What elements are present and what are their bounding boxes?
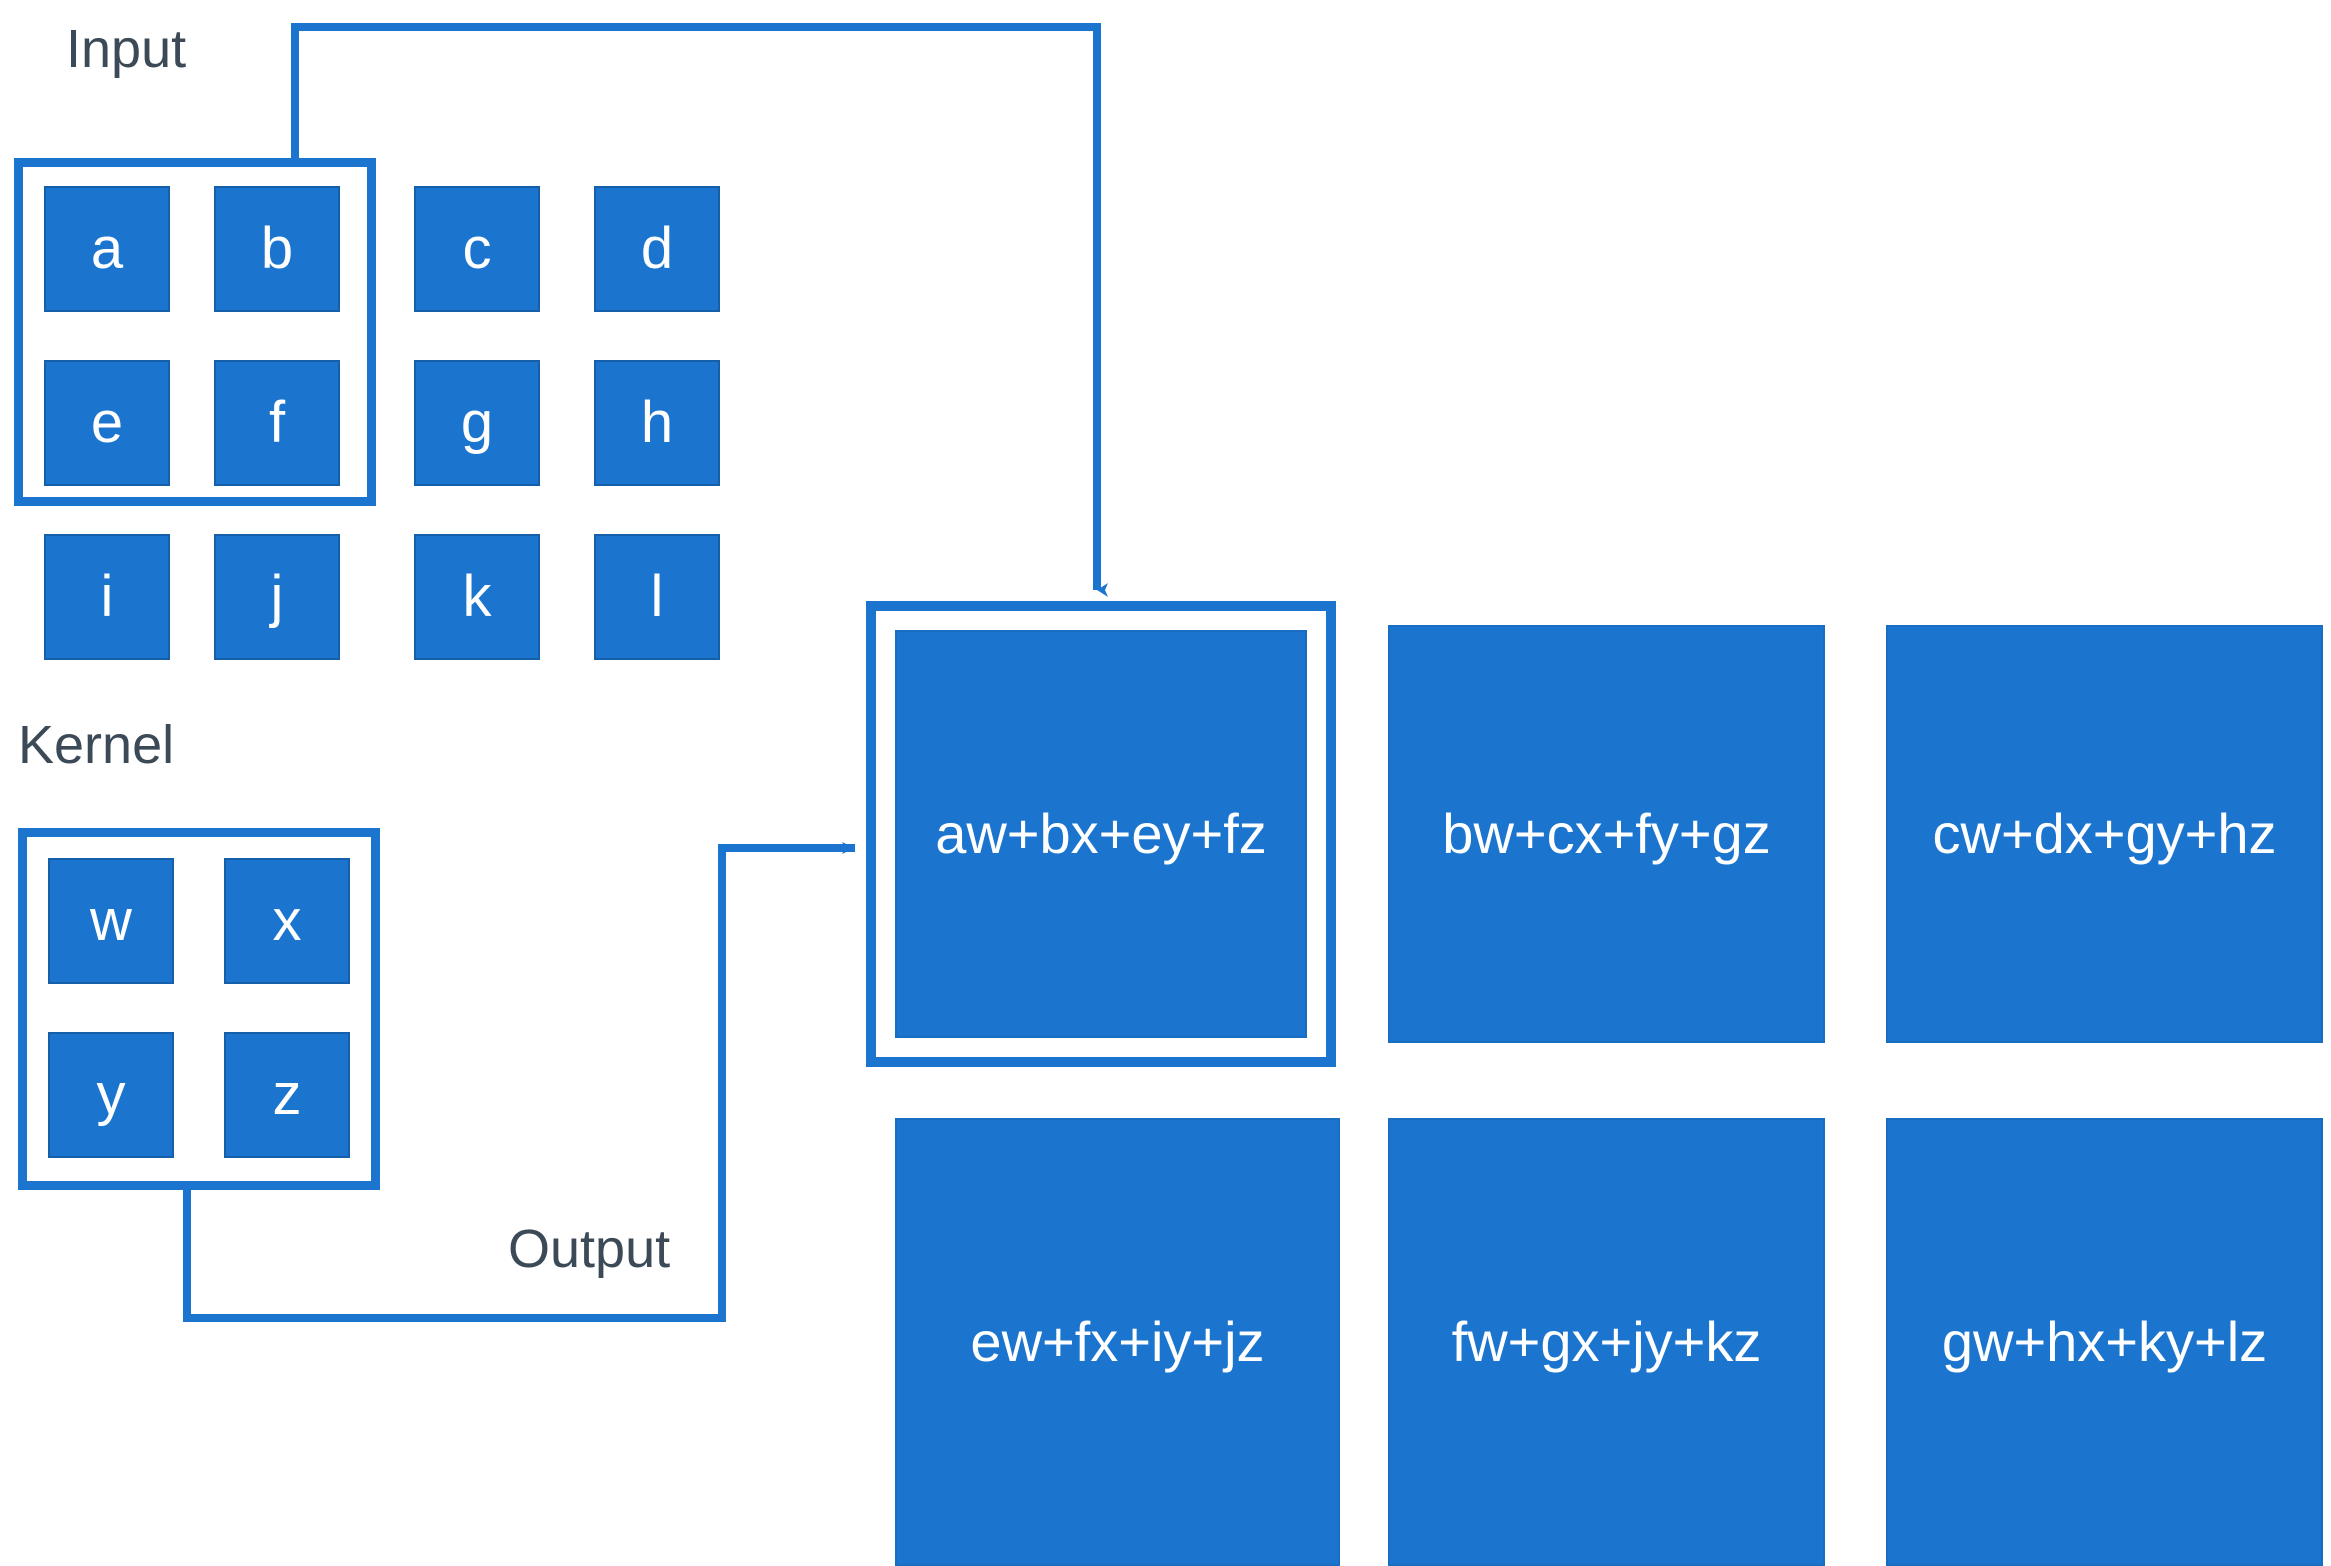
kernel-cell-z: z [224,1032,350,1158]
kernel-highlight-box [18,828,380,1190]
kernel-label: Kernel [18,715,175,775]
output-label: Output [508,1219,671,1279]
output-cell-0-2: cw+dx+gy+hz [1886,625,2323,1043]
input-cell-j: j [214,534,340,660]
output-cell-1-2: gw+hx+ky+lz [1886,1118,2323,1566]
input-cell-f: f [214,360,340,486]
output-cell-1-1: fw+gx+jy+kz [1388,1118,1825,1566]
output-cell-0-0: aw+bx+ey+fz [895,630,1307,1038]
input-cell-i: i [44,534,170,660]
output-cell-0-1: bw+cx+fy+gz [1388,625,1825,1043]
kernel-cell-y: y [48,1032,174,1158]
input-cell-a: a [44,186,170,312]
input-cell-b: b [214,186,340,312]
input-cell-e: e [44,360,170,486]
input-cell-d: d [594,186,720,312]
kernel-cell-x: x [224,858,350,984]
input-label: Input [66,19,187,79]
input-cell-l: l [594,534,720,660]
input-cell-g: g [414,360,540,486]
kernel-cell-w: w [48,858,174,984]
input-cell-h: h [594,360,720,486]
output-highlight-box [866,601,1336,1067]
output-cell-1-0: ew+fx+iy+jz [895,1118,1340,1566]
input-cell-c: c [414,186,540,312]
input-cell-k: k [414,534,540,660]
input-highlight-box [14,158,376,506]
